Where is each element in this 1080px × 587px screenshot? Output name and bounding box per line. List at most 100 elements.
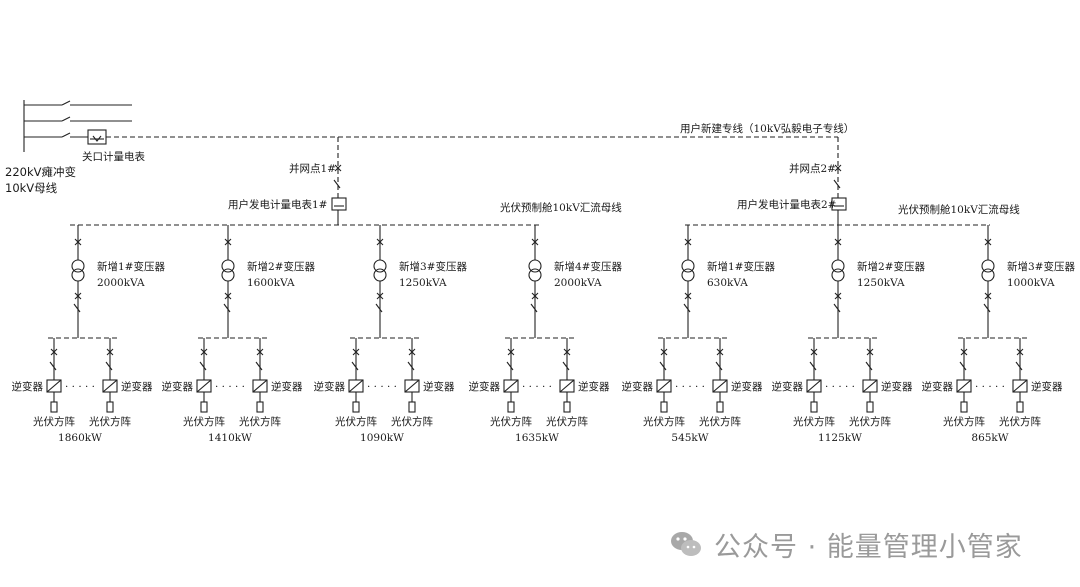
- transformer-capacity: 630kVA: [707, 277, 748, 289]
- inverter-icon-diag: [1012, 379, 1028, 393]
- disconnect-mark: [659, 361, 667, 371]
- breaker-mark: [531, 238, 539, 246]
- breaker-mark: [74, 238, 82, 246]
- breaker-mark: [224, 292, 232, 300]
- disconnect-mark: [407, 361, 415, 371]
- inverter-label: 逆变器: [162, 380, 194, 393]
- inverter-label: 逆变器: [881, 380, 913, 393]
- inverter-icon-diag: [252, 379, 268, 393]
- inverter-label: 逆变器: [731, 380, 763, 393]
- breaker-mark: [531, 292, 539, 300]
- pv-array-label: 光伏方阵: [849, 415, 891, 428]
- transformer-capacity: 2000kVA: [97, 277, 145, 289]
- pv-array-icon: [716, 401, 724, 413]
- inverter-label: 逆变器: [121, 380, 153, 393]
- inverter-ellipsis: · · · · ·: [825, 381, 855, 393]
- grid-point-label: 并网点1#: [289, 162, 336, 175]
- transformer-branch-2: 新增2#变压器1600kVA光伏方阵光伏方阵逆变器逆变器· · · · ·141…: [162, 225, 315, 444]
- transformer-icon: [373, 268, 387, 282]
- disconnect-mark: [375, 303, 383, 313]
- disconnect-mark: [865, 361, 873, 371]
- pv-array-icon: [660, 401, 668, 413]
- breaker-mark: [834, 292, 842, 300]
- inverter-ellipsis: · · · · ·: [975, 381, 1005, 393]
- breaker-mark: [376, 238, 384, 246]
- inverter-icon-diag: [46, 379, 62, 393]
- breaker-mark: [563, 348, 571, 356]
- transformer-icon: [71, 268, 85, 282]
- pv-array-label: 光伏方阵: [183, 415, 225, 428]
- transformer-branch-2: 新增2#变压器1250kVA光伏方阵光伏方阵逆变器逆变器· · · · ·112…: [772, 225, 925, 444]
- inverter-label: 逆变器: [469, 380, 501, 393]
- inverter-label: 逆变器: [1031, 380, 1063, 393]
- meter-label: 用户发电计量电表1#: [228, 198, 327, 211]
- pv-capacity: 1090kW: [360, 432, 404, 444]
- breaker-mark: [960, 348, 968, 356]
- watermark-text: 公众号 · 能量管理小管家: [714, 531, 1023, 563]
- watermark: 公众号 · 能量管理小管家: [668, 524, 1023, 564]
- disconnect-mark: [530, 303, 538, 313]
- pv-array-icon: [563, 401, 571, 413]
- pv-array-label: 光伏方阵: [699, 415, 741, 428]
- busbar-label: 光伏预制舱10kV汇流母线: [898, 203, 1020, 216]
- breaker-mark: [507, 348, 515, 356]
- transformer-icon: [681, 259, 695, 273]
- transformer-icon: [981, 268, 995, 282]
- source-busbar: [23, 100, 132, 152]
- inverter-icon-diag: [102, 379, 118, 393]
- breaker-mark: [834, 164, 842, 172]
- disconnect-mark: [49, 361, 57, 371]
- transformer-capacity: 1250kVA: [399, 277, 447, 289]
- inverter-icon-diag: [196, 379, 212, 393]
- pv-capacity: 1860kW: [58, 432, 102, 444]
- disconnect-mark: [715, 361, 723, 371]
- breaker-mark: [256, 348, 264, 356]
- main-meter-icon: [87, 129, 107, 145]
- pv-array-icon: [408, 401, 416, 413]
- disconnect-mark: [105, 361, 113, 371]
- pv-array-label: 光伏方阵: [999, 415, 1041, 428]
- inverter-label: 逆变器: [271, 380, 303, 393]
- breaker-mark: [810, 348, 818, 356]
- transformer-name: 新增2#变压器: [857, 260, 925, 273]
- pv-array-icon: [960, 401, 968, 413]
- pv-capacity: 865kW: [971, 432, 1008, 444]
- inverter-label: 逆变器: [423, 380, 455, 393]
- disconnect-mark: [506, 361, 514, 371]
- transformer-icon: [981, 259, 995, 273]
- transformer-icon: [831, 268, 845, 282]
- inverter-icon-diag: [348, 379, 364, 393]
- inverter-label: 逆变器: [12, 380, 44, 393]
- pv-array-label: 光伏方阵: [239, 415, 281, 428]
- transformer-capacity: 1250kVA: [857, 277, 905, 289]
- disconnect-mark: [562, 361, 570, 371]
- breaker-mark: [984, 238, 992, 246]
- transformer-icon: [71, 259, 85, 273]
- breaker-mark: [352, 348, 360, 356]
- disconnect-mark: [683, 303, 691, 313]
- main-meter-label: 关口计量电表: [82, 150, 145, 163]
- disconnect-mark: [73, 303, 81, 313]
- breaker-mark: [50, 348, 58, 356]
- disconnect-mark: [351, 361, 359, 371]
- pv-array-label: 光伏方阵: [546, 415, 588, 428]
- sections-layer: 并网点1#用户发电计量电表1#光伏预制舱10kV汇流母线新增1#变压器2000k…: [12, 137, 1075, 444]
- wechat-icon: [671, 532, 701, 556]
- disconnect-mark: [199, 361, 207, 371]
- inverter-ellipsis: · · · · ·: [522, 381, 552, 393]
- transformer-capacity: 1600kVA: [247, 277, 295, 289]
- breaker-mark: [1016, 348, 1024, 356]
- pv-array-label: 光伏方阵: [643, 415, 685, 428]
- pv-array-label: 光伏方阵: [89, 415, 131, 428]
- breaker-mark: [684, 238, 692, 246]
- breaker-mark: [200, 348, 208, 356]
- section-1: 并网点1#用户发电计量电表1#光伏预制舱10kV汇流母线新增1#变压器2000k…: [12, 137, 622, 444]
- transformer-branch-3: 新增3#变压器1250kVA光伏方阵光伏方阵逆变器逆变器· · · · ·109…: [314, 225, 467, 444]
- pv-array-icon: [256, 401, 264, 413]
- inverter-icon-diag: [806, 379, 822, 393]
- pv-array-icon: [50, 401, 58, 413]
- pv-array-label: 光伏方阵: [33, 415, 75, 428]
- pv-array-icon: [352, 401, 360, 413]
- meter-icon: [831, 197, 847, 211]
